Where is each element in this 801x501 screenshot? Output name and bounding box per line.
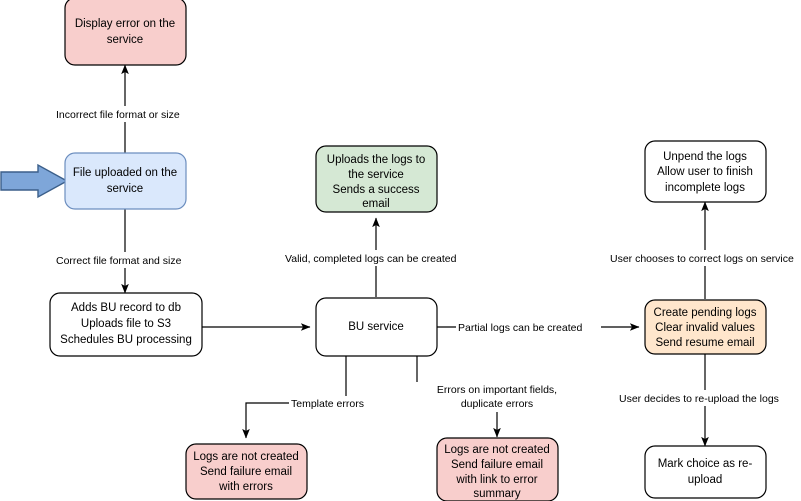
node-logs-not-created-errors-shape[interactable] bbox=[185, 443, 308, 500]
node-create-pending-logs-shape[interactable] bbox=[644, 299, 767, 355]
node-uploads-logs-success-line-1: Uploads the logs to bbox=[327, 154, 425, 166]
node-unpend-logs-line-2: Allow user to finish bbox=[657, 166, 753, 178]
node-create-pending-logs-line-2: Clear invalid values bbox=[655, 322, 755, 334]
node-create-pending-logs[interactable]: Create pending logs Clear invalid values… bbox=[644, 299, 767, 355]
node-file-uploaded-line-2: service bbox=[107, 183, 143, 195]
node-logs-not-created-summary-line-1: Logs are not created bbox=[444, 444, 550, 456]
edge-label-bg-template-errors bbox=[289, 396, 373, 411]
node-display-error[interactable]: Display error on the service bbox=[64, 0, 187, 66]
node-adds-bu-record[interactable]: Adds BU record to db Uploads file to S3 … bbox=[49, 292, 203, 357]
node-create-pending-logs-line-3: Send resume email bbox=[655, 337, 754, 349]
node-display-error-line-2: service bbox=[107, 34, 143, 46]
node-unpend-logs-line-1: Unpend the logs bbox=[663, 151, 747, 163]
node-bu-service[interactable]: BU service bbox=[315, 297, 438, 357]
node-mark-choice-reupload-line-2: upload bbox=[688, 474, 723, 486]
edge-label-bg-partial-logs bbox=[456, 320, 601, 336]
node-logs-not-created-summary[interactable]: Logs are not created Send failure email … bbox=[436, 437, 559, 501]
node-logs-not-created-errors-line-3: with errors bbox=[218, 481, 273, 493]
node-display-error-shape[interactable] bbox=[64, 0, 187, 66]
node-logs-not-created-summary-shape[interactable] bbox=[436, 437, 559, 501]
node-bu-service-label: BU service bbox=[348, 321, 404, 333]
node-logs-not-created-summary-line-2: Send failure email bbox=[451, 459, 543, 471]
node-file-uploaded-shape[interactable] bbox=[64, 152, 187, 210]
edge-label-bg-user-reuploads bbox=[617, 390, 794, 406]
node-mark-choice-reupload[interactable]: Mark choice as re- upload bbox=[644, 445, 767, 499]
node-unpend-logs-shape[interactable] bbox=[644, 140, 767, 203]
edge-label-important-errors-line2: duplicate errors bbox=[461, 398, 533, 410]
node-logs-not-created-summary-line-4: summary bbox=[473, 488, 521, 500]
edge-label-incorrect-format: Incorrect file format or size bbox=[56, 109, 180, 121]
node-logs-not-created-errors-line-2: Send failure email bbox=[200, 466, 292, 478]
node-adds-bu-record-line-3: Schedules BU processing bbox=[60, 334, 192, 346]
node-bu-service-shape[interactable] bbox=[315, 297, 438, 357]
edge-label-user-corrects: User chooses to correct logs on service bbox=[610, 253, 794, 265]
node-adds-bu-record-line-2: Uploads file to S3 bbox=[81, 318, 171, 330]
edge-label-important-errors-line1: Errors on important fields, bbox=[437, 384, 557, 396]
node-display-error-line-1: Display error on the bbox=[75, 18, 175, 30]
edge-label-bg-correct-format bbox=[54, 252, 199, 268]
edge-label-partial-logs: Partial logs can be created bbox=[458, 322, 582, 334]
node-mark-choice-reupload-line-1: Mark choice as re- bbox=[658, 458, 753, 470]
node-mark-choice-reupload-shape[interactable] bbox=[644, 445, 767, 499]
edge-label-correct-format: Correct file format and size bbox=[56, 255, 182, 267]
node-uploads-logs-success-line-3: Sends a success bbox=[333, 184, 420, 196]
node-logs-not-created-errors[interactable]: Logs are not created Send failure email … bbox=[185, 443, 308, 500]
node-adds-bu-record-line-1: Adds BU record to db bbox=[71, 302, 181, 314]
node-create-pending-logs-line-1: Create pending logs bbox=[654, 307, 757, 319]
node-file-uploaded[interactable]: File uploaded on the service bbox=[64, 152, 187, 210]
node-uploads-logs-success[interactable]: Uploads the logs to the service Sends a … bbox=[315, 145, 438, 213]
edge-label-bg-incorrect-format bbox=[54, 106, 192, 122]
node-logs-not-created-summary-line-3: with link to error bbox=[455, 474, 537, 486]
node-unpend-logs-line-3: incomplete logs bbox=[665, 182, 745, 194]
node-uploads-logs-success-shape[interactable] bbox=[315, 145, 438, 213]
node-unpend-logs[interactable]: Unpend the logs Allow user to finish inc… bbox=[644, 140, 767, 203]
edge-label-user-reuploads: User decides to re-upload the logs bbox=[619, 393, 779, 405]
node-logs-not-created-errors-line-1: Logs are not created bbox=[193, 451, 299, 463]
input-entry-arrow bbox=[0, 163, 69, 199]
edge-label-bg-user-corrects bbox=[608, 250, 801, 266]
node-file-uploaded-line-1: File uploaded on the bbox=[73, 167, 177, 179]
edge-label-template-errors: Template errors bbox=[291, 398, 364, 410]
edge-bu-service-to-logs-not-created-summary bbox=[416, 356, 497, 437]
edge-label-bg-valid-logs bbox=[283, 250, 471, 266]
node-adds-bu-record-shape[interactable] bbox=[49, 292, 203, 357]
node-uploads-logs-success-line-4: email bbox=[362, 198, 389, 210]
node-uploads-logs-success-line-2: the service bbox=[348, 169, 404, 181]
edge-label-valid-logs: Valid, completed logs can be created bbox=[285, 253, 457, 265]
